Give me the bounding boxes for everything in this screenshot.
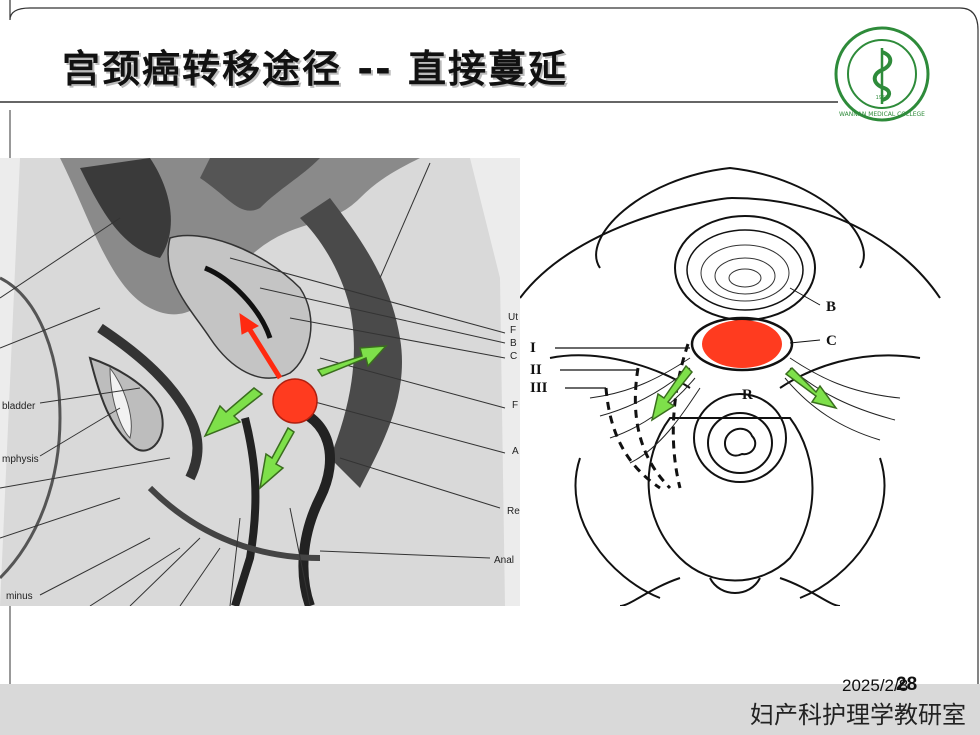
- tumor-marker: [272, 378, 318, 424]
- pelvic-cross-section-figure: I II III B C R: [520, 158, 944, 606]
- footer-bar: [0, 684, 980, 735]
- spread-arrow-down: [258, 426, 295, 490]
- spread-arrow-up: [239, 312, 283, 380]
- label-bladder: bladder: [2, 401, 36, 412]
- slide-title: 宫颈癌转移途径 -- 直接蔓延: [62, 47, 569, 91]
- slide-page-number: 28: [896, 674, 918, 695]
- college-logo: 1958 WANNAN MEDICAL COLLEGE: [834, 26, 930, 122]
- label-roman-1: I: [530, 340, 536, 356]
- label-ut: Ut: [508, 312, 518, 323]
- logo-text: WANNAN MEDICAL COLLEGE: [839, 111, 925, 118]
- label-f2: F: [512, 400, 518, 411]
- spread-arrow-right-down: [784, 366, 838, 410]
- spread-arrow-left-down: [650, 364, 694, 422]
- label-symphysis: mphysis: [2, 454, 39, 465]
- label-roman-3: III: [530, 380, 548, 396]
- label-C: C: [826, 333, 837, 349]
- spread-arrow-left: [203, 387, 264, 438]
- tumor-marker-right: [702, 320, 782, 368]
- spread-arrow-right: [316, 345, 388, 377]
- label-re: Re: [507, 506, 520, 517]
- logo-year: 1958: [876, 95, 889, 101]
- label-c: C: [510, 351, 517, 362]
- label-minus: minus: [6, 591, 33, 602]
- label-a: A: [512, 446, 519, 457]
- department-name: 妇产科护理学教研室: [750, 701, 966, 729]
- label-B: B: [826, 299, 836, 315]
- sagittal-pelvis-figure: bladder mphysis minus Anal Re Ut F B C F…: [0, 158, 520, 606]
- label-roman-2: II: [530, 362, 542, 378]
- label-f: F: [510, 325, 516, 336]
- slide-date: 2025/2/8: [842, 676, 909, 695]
- label-R: R: [742, 387, 753, 403]
- label-anal: Anal: [494, 555, 514, 566]
- label-b: B: [510, 338, 517, 349]
